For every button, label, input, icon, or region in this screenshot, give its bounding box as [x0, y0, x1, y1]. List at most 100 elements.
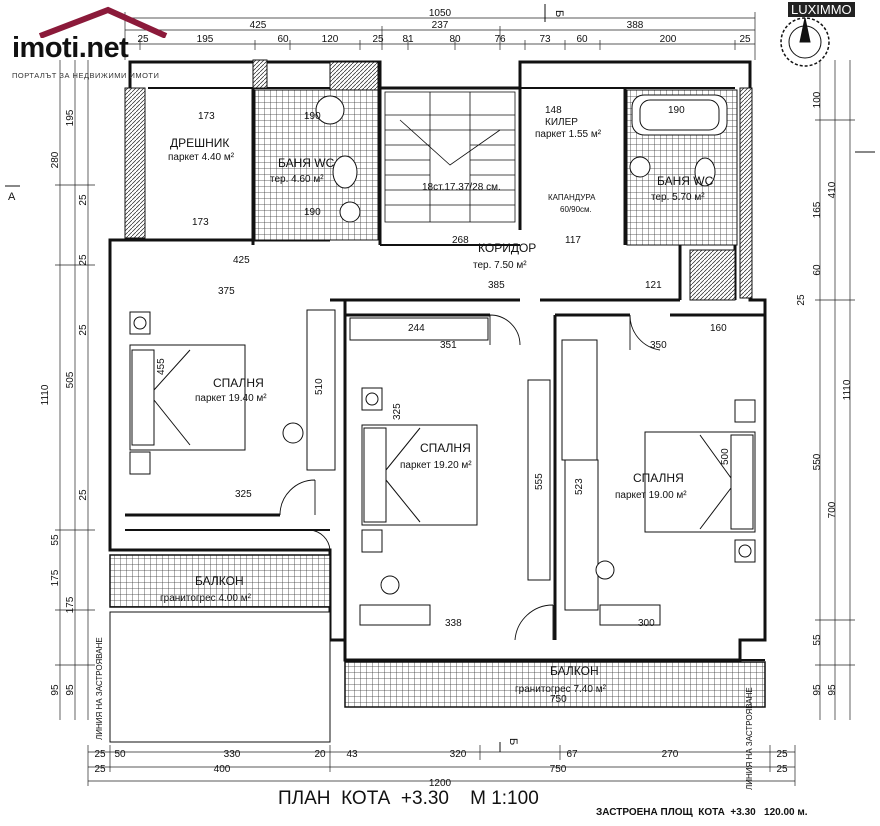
- dim-left: 175: [50, 569, 61, 586]
- dim-right: 165: [812, 201, 823, 218]
- compass-icon: [780, 17, 830, 67]
- side-tables: [129, 311, 756, 626]
- dim-right: 95: [812, 684, 823, 696]
- wall-column: [252, 59, 268, 89]
- wardrobe: [527, 379, 551, 581]
- plan-title: ПЛАН КОТА +3.30 М 1:100: [278, 788, 539, 809]
- dim-bottom: 320: [450, 749, 467, 760]
- dim-bottom: 25: [94, 749, 106, 760]
- dim-inner: 510: [314, 378, 325, 395]
- dim-top: 80: [449, 34, 461, 45]
- room-area-bedroom-3: паркет 19.00 м²: [615, 490, 687, 501]
- room-area-bath1: тер. 4.60 м²: [270, 174, 324, 185]
- room-name-dreshnik: ДРЕШНИК: [170, 136, 229, 150]
- dim-left: 505: [65, 371, 76, 388]
- dim-top: 25: [739, 34, 751, 45]
- bath-fixtures: [315, 94, 728, 223]
- dim-bottom: 25: [776, 749, 788, 760]
- bed-1: [129, 344, 246, 451]
- dim-left: 25: [78, 489, 89, 501]
- dim-inner: 338: [445, 618, 462, 629]
- dim-bottom: 270: [662, 749, 679, 760]
- dim-top: 73: [539, 34, 551, 45]
- dim-left: 195: [65, 109, 76, 126]
- dim-top: 200: [660, 34, 677, 45]
- dim-right: 1110: [842, 379, 853, 400]
- logo-text-main: imoti: [12, 32, 79, 64]
- dim-inner: 555: [534, 473, 545, 490]
- dim-inner: 173: [198, 111, 215, 122]
- dim-total-length: 1200: [429, 778, 452, 789]
- dim-inner: 190: [668, 105, 685, 116]
- room-name-bedroom-1: СПАЛНЯ: [213, 376, 264, 390]
- building-line-label: ЛИНИЯ НА ЗАСТРОЯВАНЕ: [745, 687, 754, 790]
- room-area-dreshnik: паркет 4.40 м²: [168, 152, 235, 163]
- staircase: [384, 91, 516, 223]
- house-roof-icon: [38, 6, 168, 38]
- dim-right: 95: [827, 684, 838, 696]
- room-area-koridor: тер. 7.50 м²: [473, 260, 527, 271]
- dim-bottom: 750: [550, 764, 567, 775]
- dim-inner: 375: [218, 286, 235, 297]
- room-area-bedroom-1: паркет 19.40 м²: [195, 393, 267, 404]
- dim-left: 95: [50, 684, 61, 696]
- dim-inner: 190: [304, 111, 321, 122]
- room-name-bedroom-2: СПАЛНЯ: [420, 441, 471, 455]
- dim-right: 550: [812, 453, 823, 470]
- dim-inner: 325: [235, 489, 252, 500]
- room-area-bedroom-2: паркет 19.20 м²: [400, 460, 472, 471]
- wall-column: [329, 61, 379, 91]
- bed-3: [644, 431, 756, 533]
- lower-terrace: [109, 611, 331, 743]
- logo-text-suffix: .net: [78, 32, 129, 64]
- dim-bottom: 25: [94, 764, 106, 775]
- wardrobe: [561, 339, 598, 461]
- kapandura-name: КАПАНДУРА: [548, 193, 596, 202]
- dim-inner: 500: [720, 448, 731, 465]
- dim-top: 25: [372, 34, 384, 45]
- dim-inner: 190: [304, 207, 321, 218]
- dim-right: 25: [796, 294, 807, 306]
- dim-right: 55: [812, 634, 823, 646]
- room-name-bedroom-3: СПАЛНЯ: [633, 471, 684, 485]
- wall-column: [739, 87, 753, 299]
- dim-inner: 173: [192, 217, 209, 228]
- doors: [279, 314, 661, 641]
- section-markers: [5, 4, 875, 752]
- dim-inner: 244: [408, 323, 425, 334]
- room-area-bath2: тер. 5.70 м²: [651, 192, 705, 203]
- room-name-bath1: БАНЯ WC: [278, 156, 335, 170]
- dim-top: 81: [402, 34, 414, 45]
- room-name-bath2: БАНЯ WC: [657, 174, 714, 188]
- logo-tagline: ПОРТАЛЪТ ЗА НЕДВИЖИМИ ИМОТИ: [12, 71, 160, 80]
- dim-inner: 425: [233, 255, 250, 266]
- logo[interactable]: imoti.net ПОРТАЛЪТ ЗА НЕДВИЖИМИ ИМОТИ: [8, 4, 178, 84]
- section-label-b: Б: [553, 10, 565, 17]
- logo-wordmark: imoti.net: [12, 32, 129, 65]
- balcony1-floor: [109, 554, 331, 608]
- dim-left: 1110: [40, 384, 51, 405]
- dim-top: 60: [277, 34, 289, 45]
- kapandura-size: 60/90см.: [560, 205, 592, 214]
- stairs-label: 18ст.17.37/28 см.: [422, 182, 501, 193]
- dim-top: 120: [322, 34, 339, 45]
- wardrobe: [349, 317, 489, 341]
- dim-inner: 121: [645, 280, 662, 291]
- room-area-balcony-1: гранитогрес 4.00 м²: [160, 593, 252, 604]
- dim-inner: 750: [550, 694, 567, 705]
- room-name-koridor: КОРИДОР: [478, 241, 536, 255]
- room-name-balcony-1: БАЛКОН: [195, 574, 244, 588]
- balcony2-floor: [344, 661, 766, 708]
- wardrobe: [306, 309, 336, 471]
- building-line-label: ЛИНИЯ НА ЗАСТРОЯВАНЕ: [95, 637, 104, 740]
- dim-inner: 350: [650, 340, 667, 351]
- dim-top: 25: [137, 34, 149, 45]
- built-area-note: ЗАСТРОЕНА ПЛОЩ КОТА +3.30 120.00 м.: [596, 807, 808, 818]
- dim-top: 388: [627, 20, 644, 31]
- wall-column: [689, 249, 736, 301]
- room-area-balcony-2: гранитогрес 7.40 м²: [515, 684, 607, 695]
- dim-left: 175: [65, 596, 76, 613]
- side-dimensions: [55, 60, 855, 720]
- bottom-dimensions: [87, 745, 796, 786]
- dim-inner: 160: [710, 323, 727, 334]
